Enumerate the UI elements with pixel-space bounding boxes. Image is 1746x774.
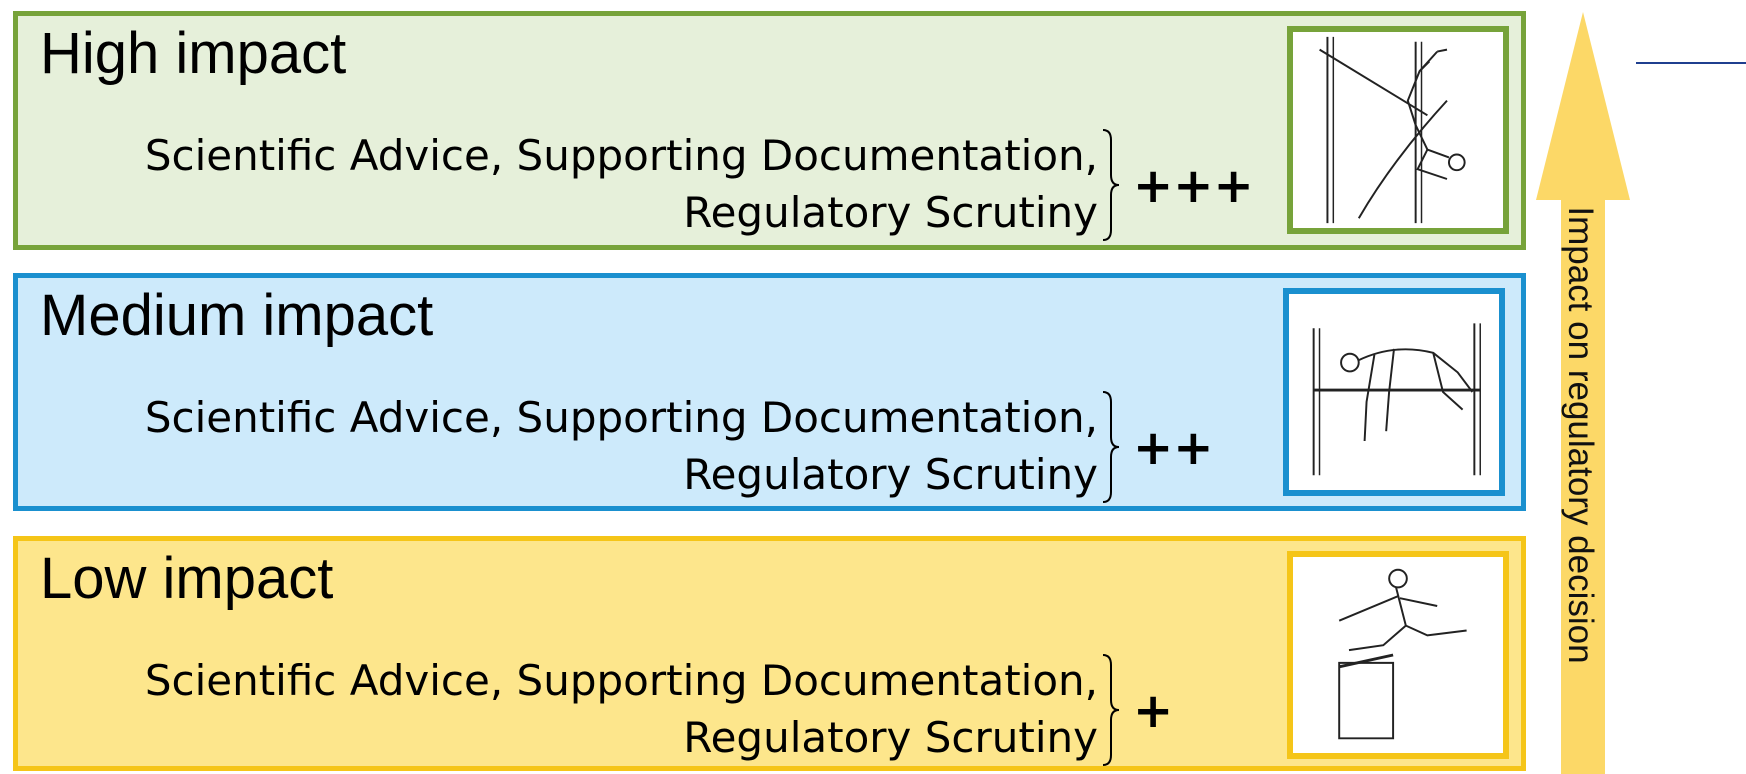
high-jump-athlete-icon [1283, 288, 1505, 496]
curly-brace-icon [1102, 129, 1120, 241]
divider-line [1636, 62, 1746, 64]
impact-level-indicator: ++ [1133, 420, 1214, 476]
tier-title: Medium impact [40, 283, 434, 348]
up-arrow-icon [1536, 12, 1630, 774]
curly-brace-icon [1102, 654, 1120, 766]
impact-axis-label: Impact on regulatory decision [1561, 206, 1600, 664]
pole-vault-athlete-icon [1287, 26, 1509, 234]
tier-title: Low impact [40, 546, 334, 611]
tier-title: High impact [40, 21, 347, 86]
curly-brace-icon [1102, 391, 1120, 503]
description-line-1: Scientific Advice, Supporting Documentat… [144, 393, 1098, 442]
tier-description: Scientific Advice, Supporting Documentat… [38, 652, 1098, 766]
description-line-2: Regulatory Scrutiny [683, 450, 1098, 499]
tier-description: Scientific Advice, Supporting Documentat… [38, 127, 1098, 241]
tier-low-impact: Low impact Scientific Advice, Supporting… [13, 536, 1526, 771]
impact-level-indicator: + [1133, 683, 1174, 739]
description-line-1: Scientific Advice, Supporting Documentat… [144, 131, 1098, 180]
tier-medium-impact: Medium impact Scientific Advice, Support… [13, 273, 1526, 511]
impact-axis-arrow [1526, 0, 1646, 774]
impact-level-indicator: +++ [1133, 158, 1254, 214]
tier-high-impact: High impact Scientific Advice, Supportin… [13, 11, 1526, 250]
hurdles-athlete-icon [1287, 551, 1509, 759]
description-line-2: Regulatory Scrutiny [683, 713, 1098, 762]
tier-description: Scientific Advice, Supporting Documentat… [38, 389, 1098, 503]
description-line-1: Scientific Advice, Supporting Documentat… [144, 656, 1098, 705]
description-line-2: Regulatory Scrutiny [683, 188, 1098, 237]
